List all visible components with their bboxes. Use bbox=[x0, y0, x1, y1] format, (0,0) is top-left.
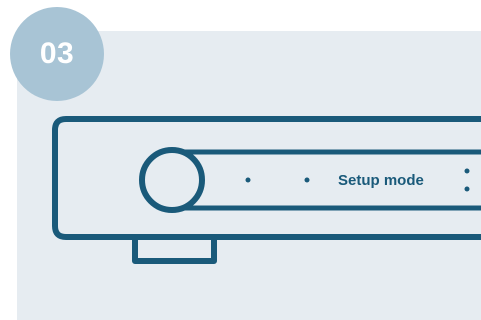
step-number: 03 bbox=[40, 37, 74, 71]
menu-dot bbox=[465, 169, 470, 174]
control-knob-icon bbox=[142, 150, 202, 210]
menu-dot bbox=[465, 187, 470, 192]
device-foot bbox=[135, 239, 214, 261]
step-badge: 03 bbox=[10, 7, 104, 101]
indicator-dot bbox=[305, 178, 310, 183]
display-text: Setup mode bbox=[338, 172, 424, 189]
indicator-dot bbox=[246, 178, 251, 183]
